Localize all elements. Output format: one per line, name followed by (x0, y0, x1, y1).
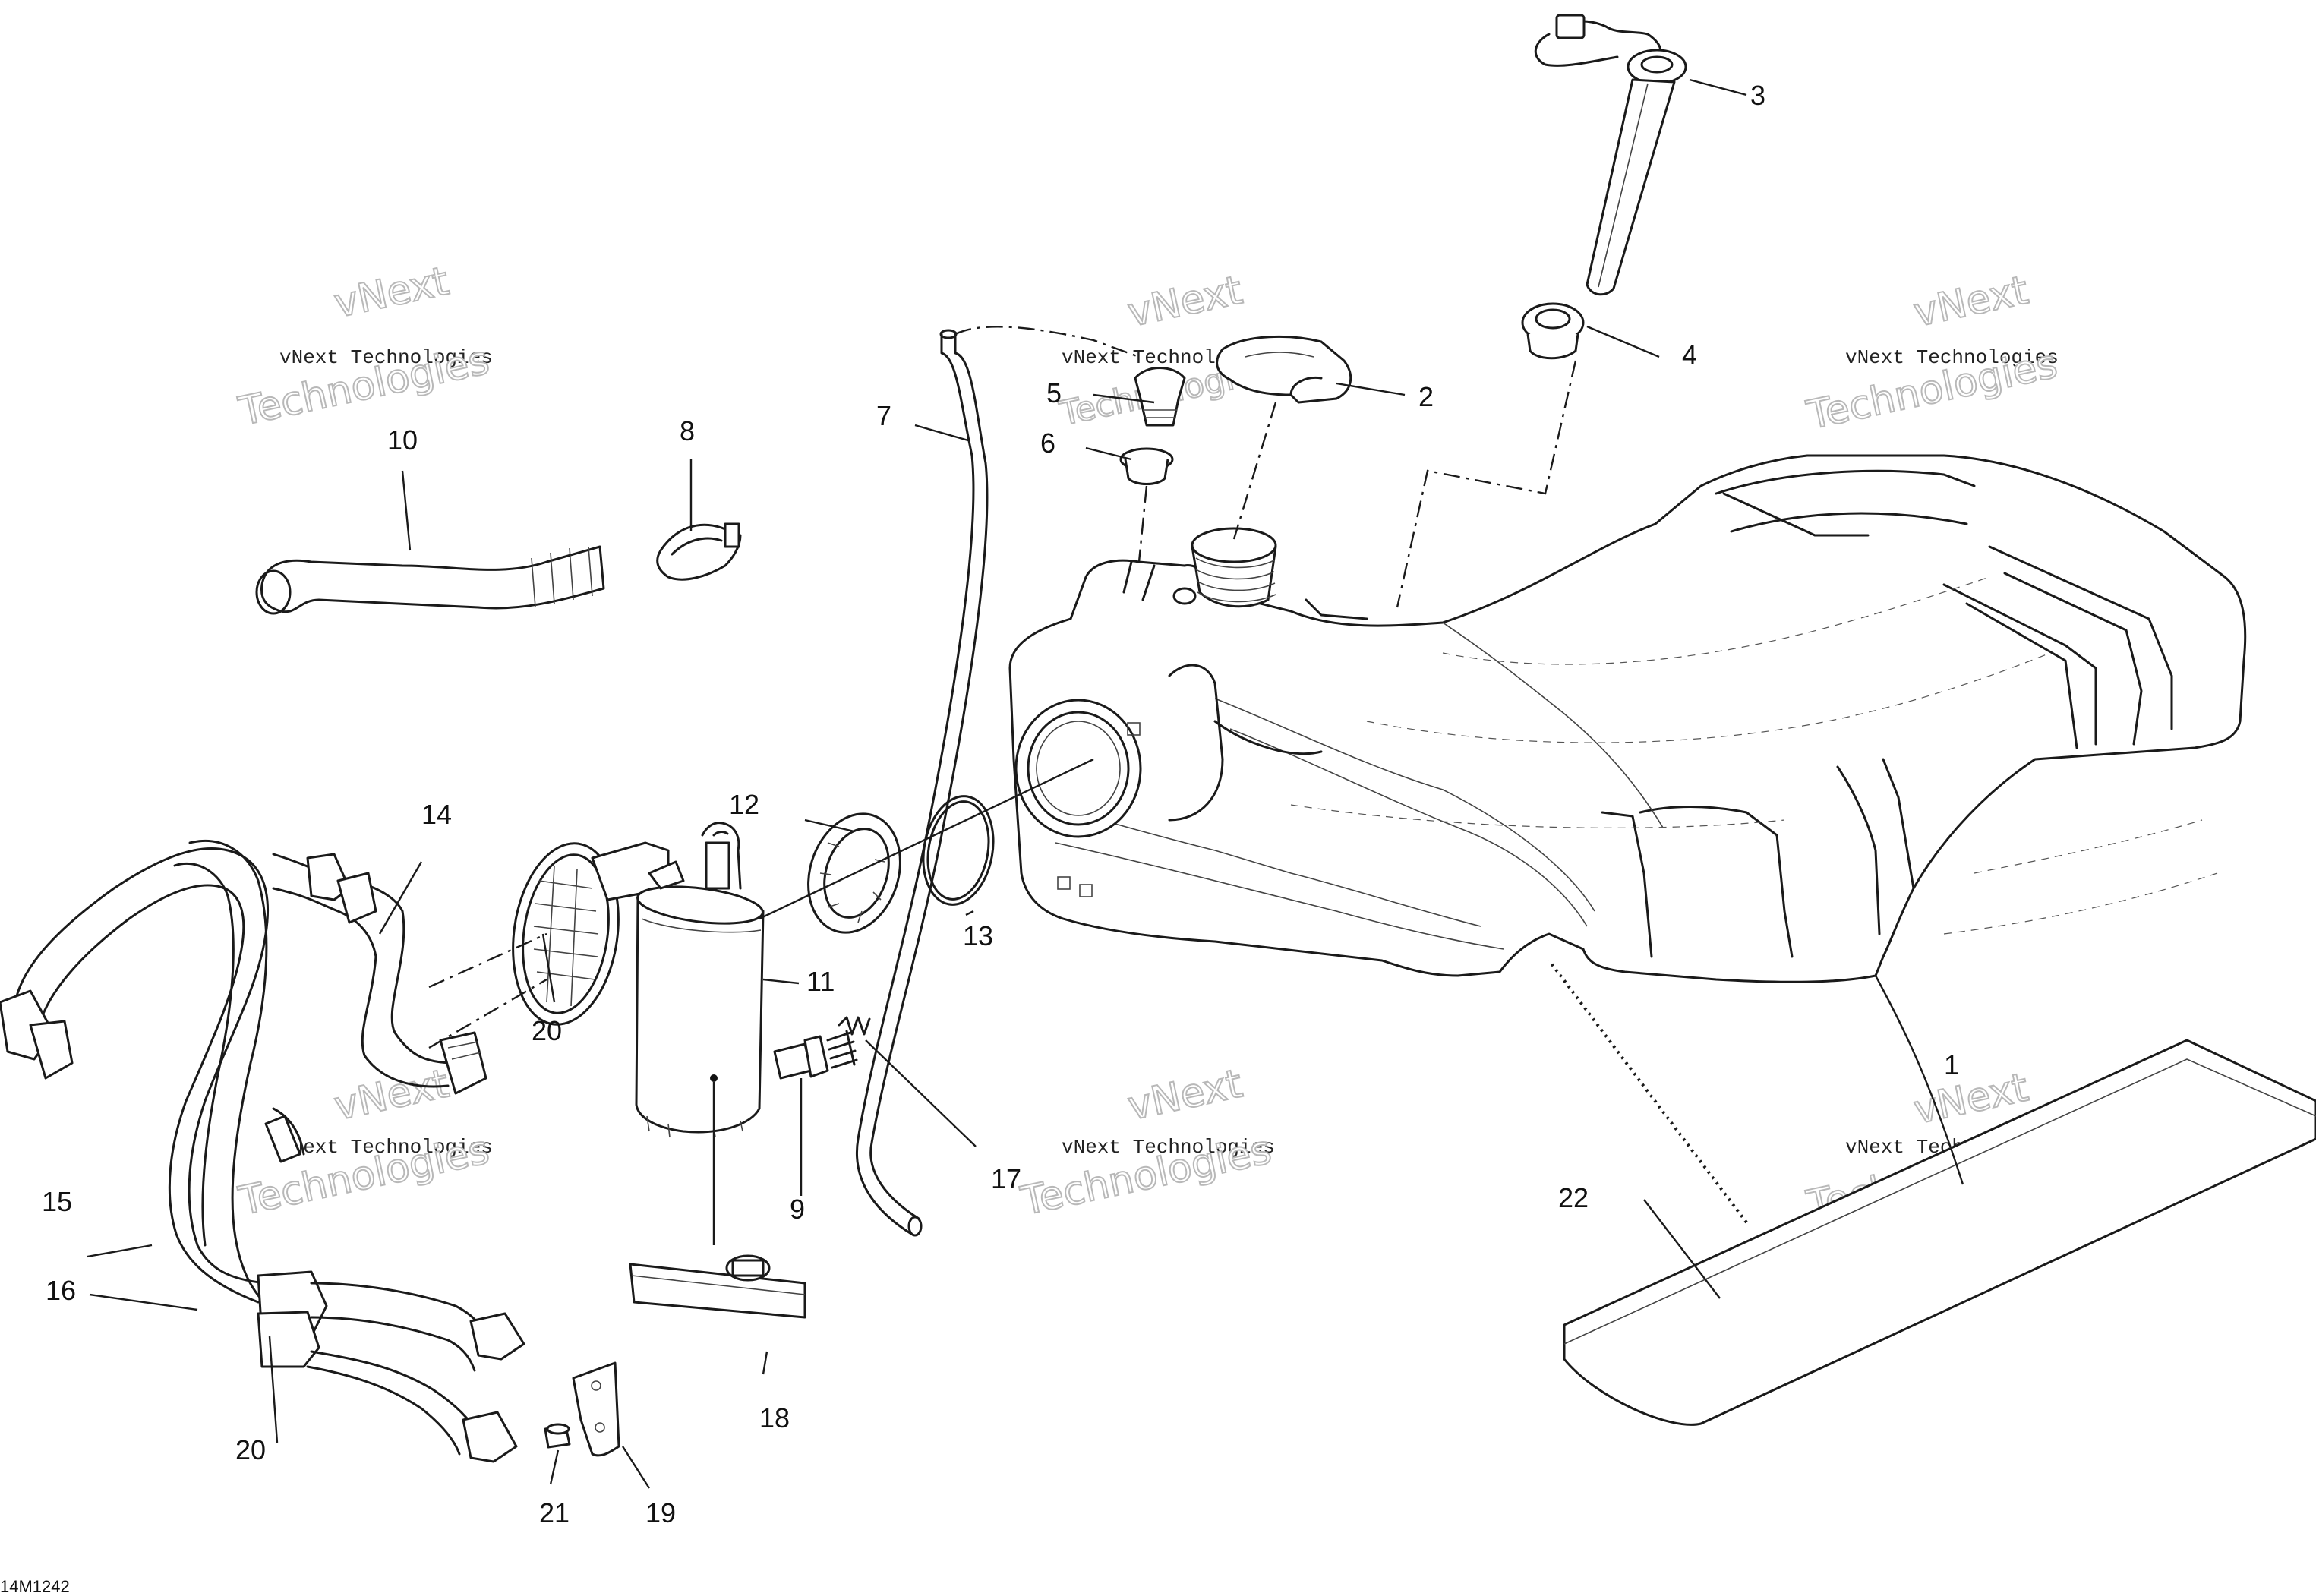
watermark-line1: vNext (330, 258, 453, 326)
assembly-line-cap (1232, 402, 1277, 540)
regulator-spring (838, 1016, 871, 1036)
callout-17: 17 (991, 1163, 1021, 1194)
fuel-hose-10 (255, 545, 605, 615)
watermark-line2: vNext Technologies (1062, 1136, 1275, 1159)
fuel-level-sender (1534, 14, 1687, 296)
callout-2: 2 (1418, 381, 1434, 412)
fuel-tank (1008, 454, 2247, 983)
watermark-line1: vNext (1910, 267, 2032, 336)
assembly-line-pad (1548, 959, 1748, 1224)
callout-5: 5 (1046, 377, 1062, 408)
sender-grommet (1521, 302, 1585, 360)
assembly-line-pump-a (428, 978, 547, 1049)
pump-o-ring (922, 795, 995, 906)
callout-18: 18 (759, 1402, 790, 1434)
watermark-line2: vNext Technologies (1845, 346, 2059, 369)
assembly-line-pump-tank (759, 758, 1094, 920)
callout-8: 8 (680, 415, 695, 446)
filler-cap (1216, 335, 1352, 404)
mounting-bracket (572, 1361, 620, 1457)
protection-pad (1563, 1039, 2316, 1426)
mounting-bolt (544, 1423, 571, 1449)
fuel-filter-sock (629, 1254, 806, 1319)
callout-16: 16 (46, 1275, 76, 1306)
hose-assembly-14 (272, 853, 487, 1095)
watermark-bottom-center: vNext vNext Technologies Technologies (1016, 1060, 1276, 1225)
callout-19: 19 (645, 1497, 676, 1528)
hose-clamp (656, 522, 742, 581)
vent-hose (856, 326, 1140, 1237)
fuel-pump (512, 822, 765, 1245)
watermark-line2: vNext Technologies (279, 346, 493, 369)
callout-12: 12 (729, 789, 759, 820)
callout-6: 6 (1040, 427, 1055, 459)
assembly-line-sender (1396, 360, 1577, 608)
callout-21: 21 (539, 1497, 570, 1528)
leader-lines (87, 78, 1964, 1489)
callout-10: 10 (387, 424, 418, 456)
callout-11: 11 (806, 966, 835, 997)
callout-3: 3 (1750, 80, 1765, 111)
watermark-top-right: vNext vNext Technologies Technologies (1802, 267, 2062, 439)
callout-1: 1 (1944, 1049, 1959, 1080)
callout-labels: 1 2 3 4 5 6 7 8 9 10 11 12 13 14 15 16 1… (42, 80, 1959, 1528)
watermark-top-left: vNext vNext Technologies Technologies (234, 257, 494, 435)
watermark-line2: vNext Technologies (279, 1136, 493, 1159)
callout-14: 14 (421, 799, 452, 830)
assembly-line-vent (1137, 485, 1148, 563)
diagram-code: 14M1242 (0, 1577, 70, 1596)
pressure-regulator (773, 1030, 858, 1080)
callout-7: 7 (876, 400, 891, 431)
vent-grommet (1119, 447, 1174, 485)
vent-valve (1134, 367, 1186, 427)
callout-15: 15 (42, 1186, 72, 1217)
callout-13: 13 (963, 920, 993, 951)
callout-20-lower: 20 (235, 1434, 266, 1465)
callout-9: 9 (790, 1194, 805, 1225)
fuel-line-15 (0, 847, 270, 1304)
watermark-line1: vNext (1124, 1061, 1246, 1129)
callout-4: 4 (1682, 339, 1697, 371)
callout-22: 22 (1558, 1182, 1589, 1213)
callout-20-upper: 20 (532, 1015, 562, 1046)
watermark-line1: vNext (330, 1061, 453, 1129)
fuel-line-16 (173, 839, 525, 1463)
assembly-line-pump-b (428, 932, 547, 989)
watermark-line1: vNext (1124, 267, 1246, 336)
